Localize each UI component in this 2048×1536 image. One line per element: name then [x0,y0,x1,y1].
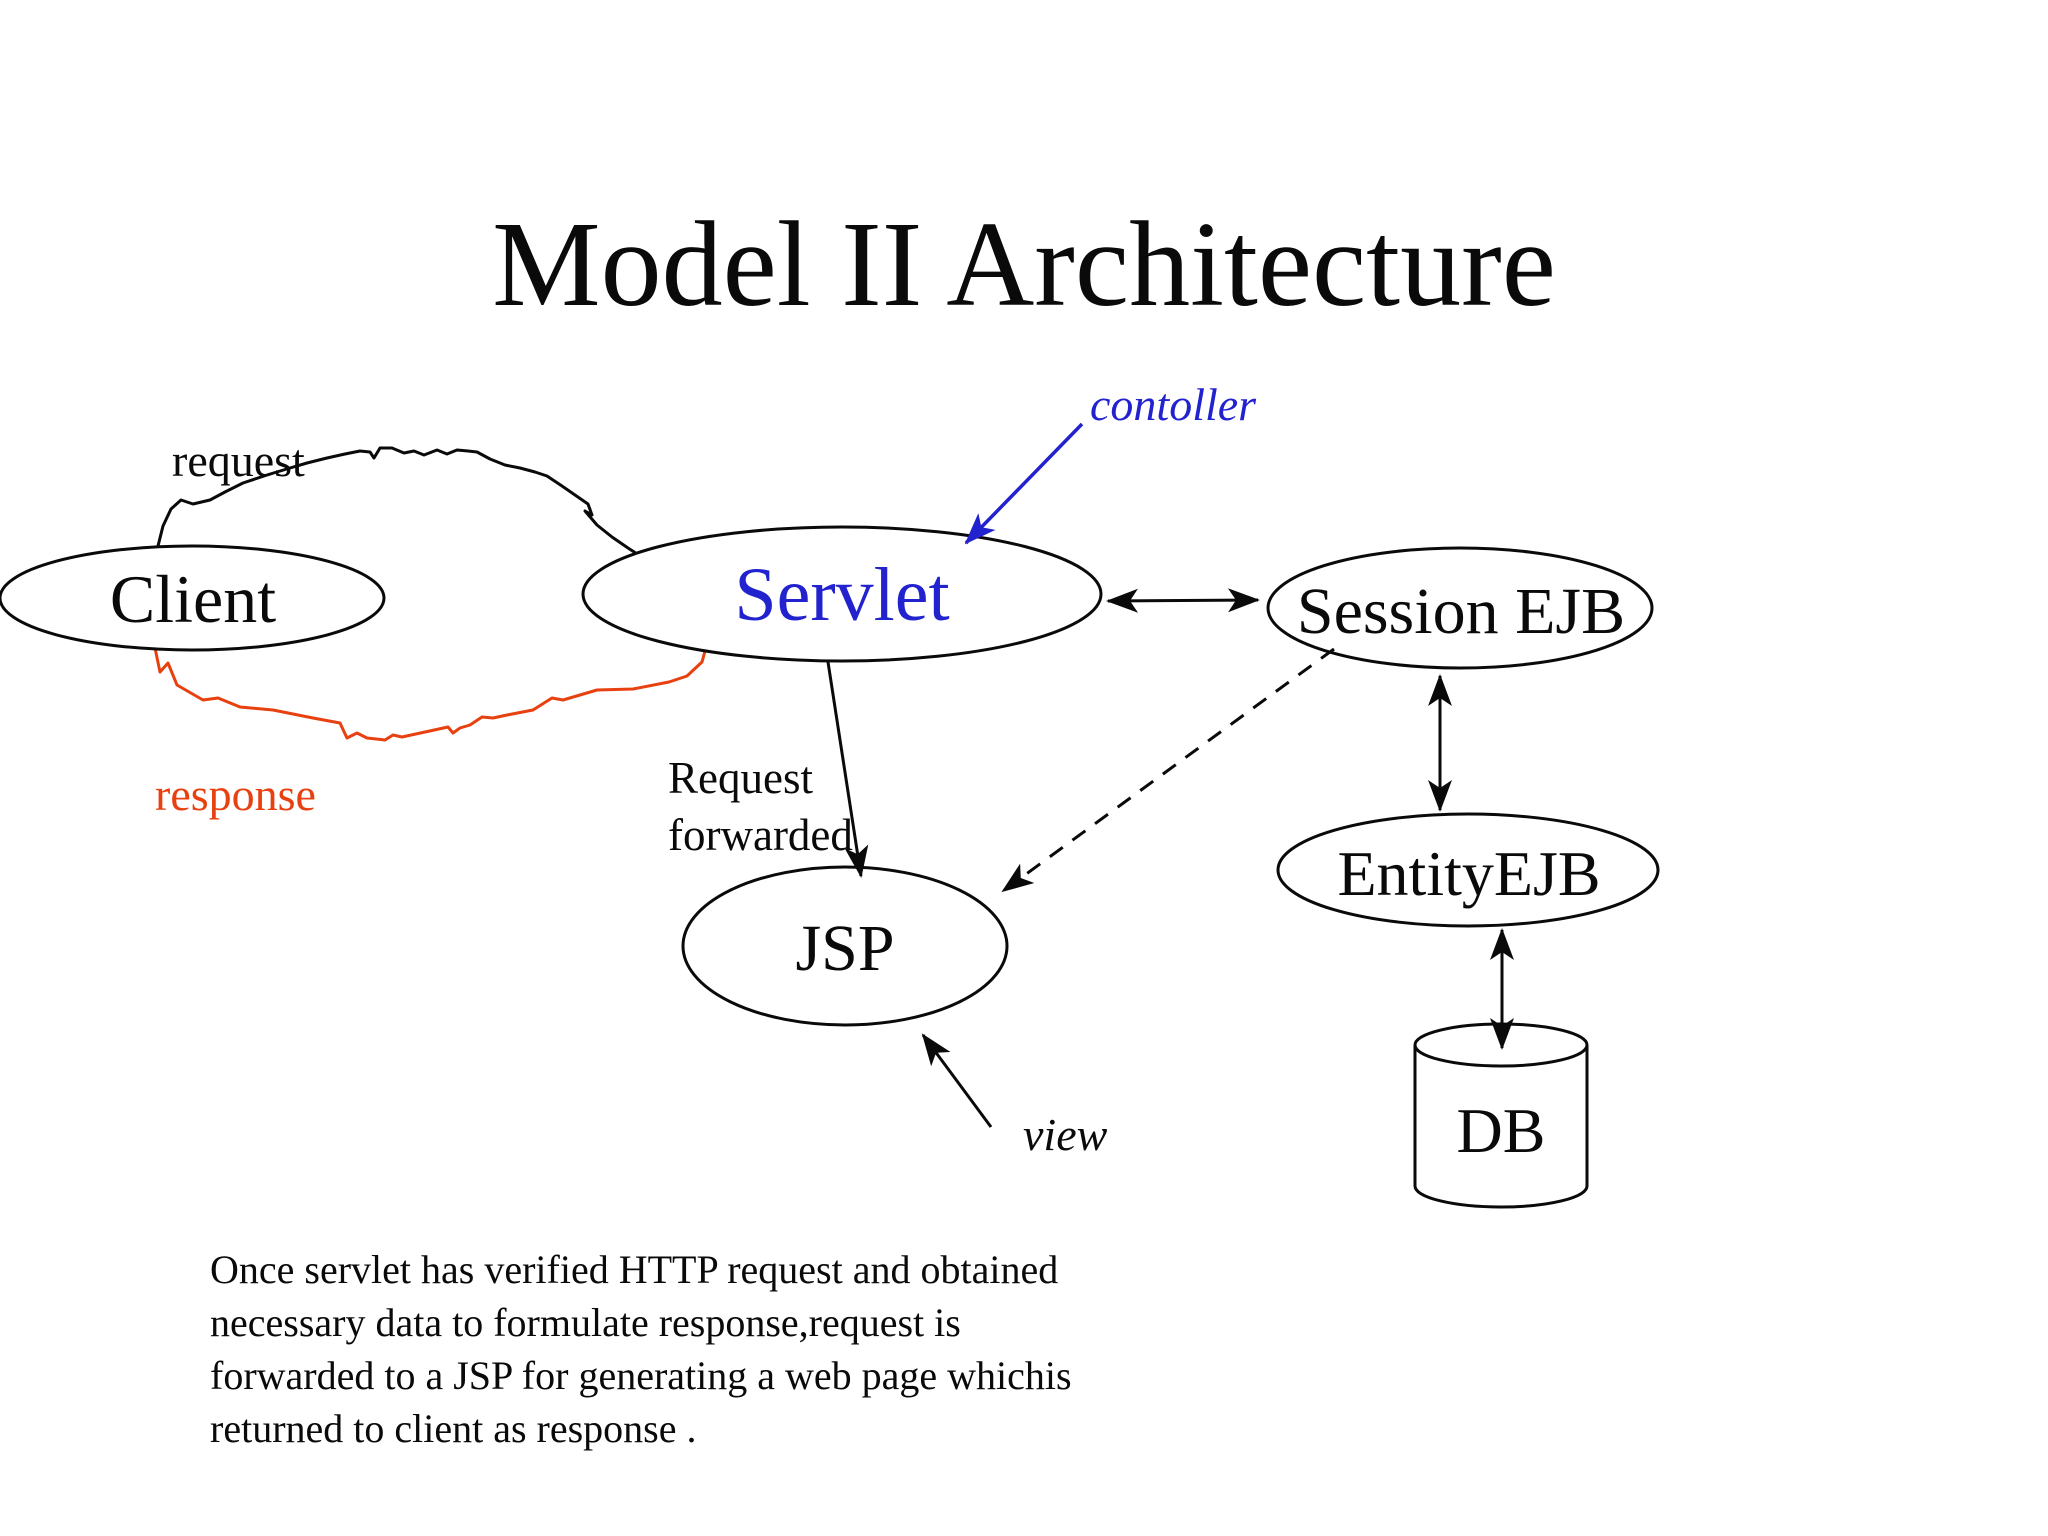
label-response: response [155,769,316,820]
entity-ejb-ellipse [1276,812,1660,928]
note-paragraph: Once servlet has verified HTTP request a… [210,1243,1310,1455]
note-line: necessary data to formulate response,req… [210,1300,961,1345]
label-request-forwarded: Request forwarded [668,750,853,864]
node-label-jsp: JSP [795,912,895,985]
note-line: returned to client as response . [210,1406,697,1451]
node-label-db: DB [1456,1095,1546,1166]
servlet-ellipse [581,525,1103,663]
page-title: Model II Architecture [492,197,1556,332]
note-line: Once servlet has verified HTTP request a… [210,1247,1059,1292]
db-cylinder-body [1413,1045,1589,1209]
node-label-session-ejb: Session EJB [1296,575,1626,648]
session-jsp-dashed-arrow [1001,647,1335,893]
client-ellipse [0,544,386,652]
label-view: view [1023,1109,1108,1160]
node-label-entity-ejb: EntityEJB [1337,838,1601,909]
label-request-forwarded-line2: forwarded [668,810,853,860]
response-curve [153,640,715,742]
request-curve [156,446,670,572]
label-controller: contoller [1090,379,1257,430]
controller-arrow [964,422,1084,545]
session-ejb-ellipse [1266,546,1654,670]
node-label-servlet: Servlet [734,553,950,637]
label-request-forwarded-line1: Request [668,753,813,803]
note-line: forwarded to a JSP for generating a web … [210,1353,1072,1398]
node-label-client: Client [109,561,277,637]
servlet-jsp-arrow [826,661,869,878]
label-request: request [172,435,305,486]
view-jsp-arrow [921,1033,993,1128]
servlet-session-arrow [1106,588,1260,613]
